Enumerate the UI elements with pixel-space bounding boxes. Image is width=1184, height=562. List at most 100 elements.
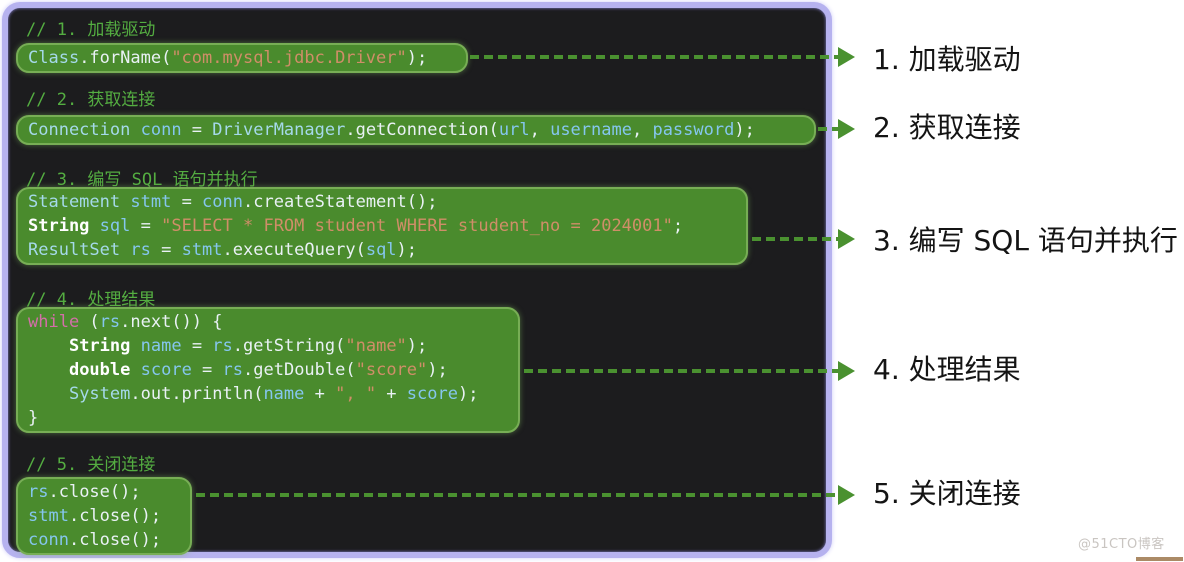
code-token: =	[150, 240, 182, 260]
code-token: conn	[140, 120, 182, 140]
code-line: ResultSet rs = stmt.executeQuery(sql);	[28, 238, 736, 262]
code-token: System	[68, 384, 131, 404]
code-comment: // 5. 关闭连接	[26, 455, 156, 475]
code-token: stmt	[28, 506, 69, 526]
code-token: =	[130, 216, 162, 236]
code-token: ResultSet	[28, 240, 121, 260]
code-comment: // 4. 处理结果	[26, 290, 156, 310]
code-token: "name"	[345, 336, 407, 356]
connector-dashed-line	[752, 237, 838, 241]
code-line: String sql = "SELECT * FROM student WHER…	[28, 214, 736, 238]
code-line: Class.forName("com.mysql.jdbc.Driver");	[28, 46, 456, 70]
step-label: 1. 加载驱动	[873, 43, 1021, 76]
connector-dashed-line	[196, 493, 838, 497]
code-token	[28, 336, 69, 356]
code-token: );	[457, 384, 479, 404]
code-token: rs	[212, 336, 233, 356]
code-token: rs	[99, 312, 121, 332]
code-token: ,	[631, 120, 653, 140]
code-token: "com.mysql.jdbc.Driver"	[171, 48, 407, 68]
code-token: Statement	[28, 192, 121, 212]
code-line: while (rs.next()) {	[28, 310, 508, 334]
code-token: );	[406, 48, 428, 68]
code-token: =	[181, 120, 213, 140]
code-token: ", "	[335, 384, 377, 404]
code-line: conn.close();	[28, 528, 180, 552]
code-token: .out.println(	[130, 384, 264, 404]
code-token: while	[28, 312, 80, 332]
code-token: name	[140, 336, 182, 356]
watermark: @51CTO博客	[1078, 537, 1165, 552]
code-token: sql	[99, 216, 131, 236]
step-label: 5. 关闭连接	[873, 477, 1021, 510]
code-token	[89, 216, 99, 236]
code-line: String name = rs.getString("name");	[28, 334, 508, 358]
code-token: "score"	[355, 360, 428, 380]
code-token: score	[140, 360, 192, 380]
code-token: DriverManager	[212, 120, 346, 140]
code-token: Connection	[28, 120, 131, 140]
arrowhead-icon	[838, 485, 855, 505]
connector-dashed-line	[524, 369, 838, 373]
code-highlight-block: rs.close();stmt.close();conn.close();	[16, 477, 192, 555]
arrowhead-icon	[838, 47, 855, 67]
code-highlight-block: while (rs.next()) { String name = rs.get…	[16, 307, 520, 433]
code-token: }	[28, 408, 39, 428]
code-token: rs	[28, 482, 49, 502]
code-token: =	[171, 192, 203, 212]
code-comment: // 3. 编写 SQL 语句并执行	[26, 170, 258, 190]
code-comment: // 1. 加载驱动	[26, 20, 156, 40]
code-token: rs	[130, 240, 151, 260]
corner-decoration	[1136, 557, 1183, 561]
connector-dashed-line	[470, 55, 838, 59]
code-line: double score = rs.getDouble("score");	[28, 358, 508, 382]
code-token: username	[550, 120, 632, 140]
code-token	[28, 360, 69, 380]
code-token: .close();	[68, 506, 162, 526]
code-token	[130, 120, 140, 140]
code-token: score	[406, 384, 458, 404]
code-token: Class	[28, 48, 80, 68]
code-token: .close();	[48, 482, 141, 502]
arrowhead-icon	[838, 229, 855, 249]
code-line: rs.close();	[28, 480, 180, 504]
code-token: .next()) {	[120, 312, 223, 332]
code-token: ,	[529, 120, 551, 140]
code-token: name	[263, 384, 305, 404]
code-token: stmt	[130, 192, 172, 212]
code-token: rs	[222, 360, 244, 380]
code-token: (	[79, 312, 100, 332]
code-token: );	[734, 120, 755, 140]
code-token: );	[427, 360, 448, 380]
connector-dashed-line	[818, 127, 838, 131]
code-token: =	[191, 360, 223, 380]
code-highlight-block: Connection conn = DriverManager.getConne…	[16, 115, 816, 145]
code-token: String	[68, 336, 131, 356]
code-token: .executeQuery(	[222, 240, 366, 260]
step-label: 2. 获取连接	[873, 111, 1021, 144]
arrowhead-icon	[838, 119, 855, 139]
code-token: conn	[28, 530, 69, 550]
code-token: .getDouble(	[243, 360, 356, 380]
code-token: .forName(	[79, 48, 172, 68]
code-comment: // 2. 获取连接	[26, 90, 156, 110]
code-highlight-block: Class.forName("com.mysql.jdbc.Driver");	[16, 43, 468, 73]
code-highlight-block: Statement stmt = conn.createStatement();…	[16, 187, 748, 265]
code-token: double	[68, 360, 131, 380]
code-panel	[2, 2, 832, 558]
code-token: "SELECT * FROM student WHERE student_no …	[161, 216, 673, 236]
code-token: .getConnection(	[345, 120, 499, 140]
step-label: 4. 处理结果	[873, 353, 1021, 386]
code-token: );	[396, 240, 418, 260]
code-token	[130, 336, 140, 356]
code-token: String	[28, 216, 90, 236]
code-token: stmt	[181, 240, 223, 260]
step-label: 3. 编写 SQL 语句并执行	[873, 224, 1178, 257]
code-token: );	[406, 336, 428, 356]
code-token: url	[498, 120, 530, 140]
code-token: .createStatement();	[243, 192, 438, 212]
code-line: }	[28, 406, 508, 430]
code-line: Statement stmt = conn.createStatement();	[28, 190, 736, 214]
code-token: .close();	[68, 530, 162, 550]
code-line: System.out.println(name + ", " + score);	[28, 382, 508, 406]
